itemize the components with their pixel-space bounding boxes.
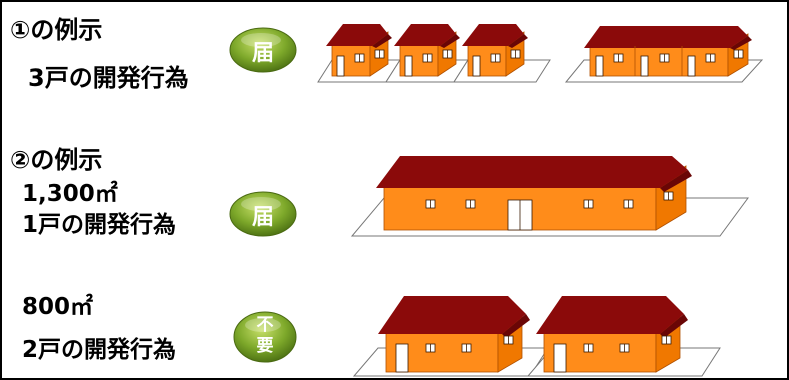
house-icon — [386, 24, 468, 82]
row-house-icon — [566, 26, 762, 82]
house-icon — [318, 24, 400, 82]
house-icon — [354, 296, 548, 376]
large-house-icon — [352, 156, 748, 236]
house-icon — [454, 24, 550, 82]
house-icon — [528, 296, 720, 376]
